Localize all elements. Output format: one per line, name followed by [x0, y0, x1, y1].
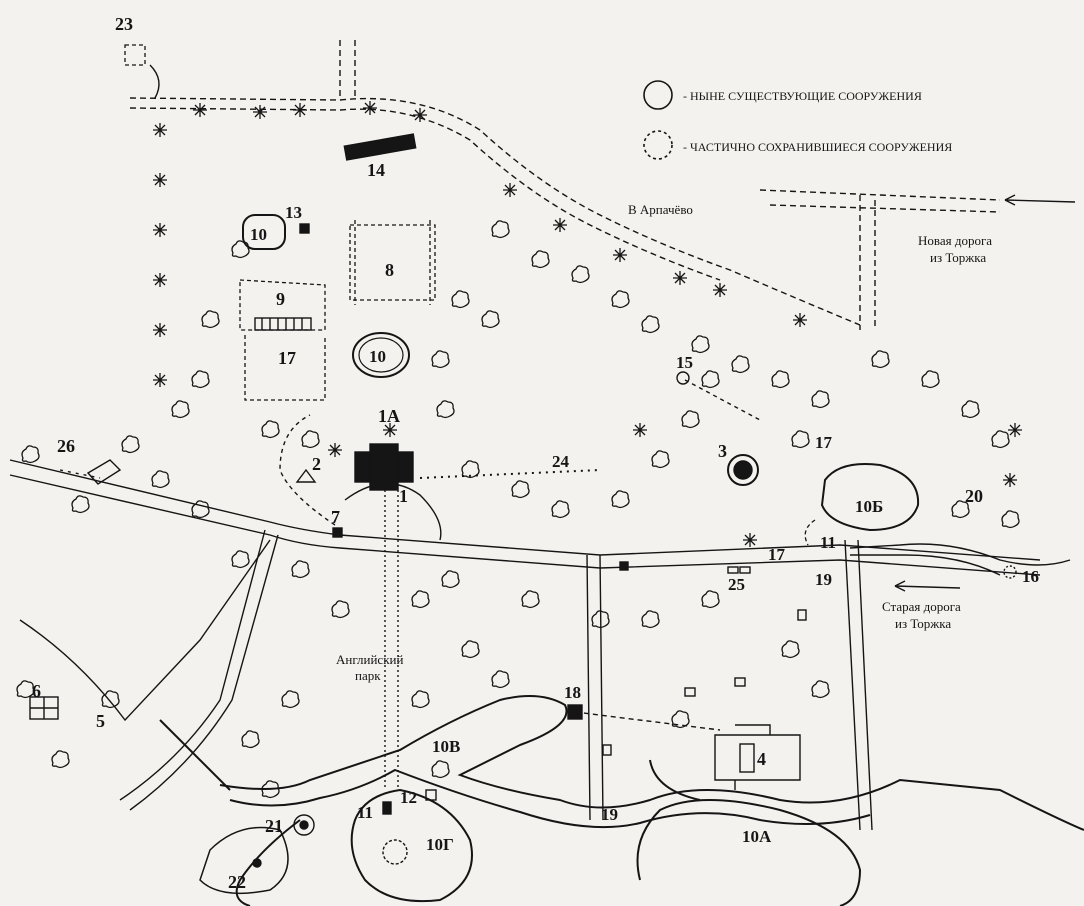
partial-structures: [124, 44, 816, 546]
label-13: 13: [285, 203, 302, 222]
label-1a: 1А: [378, 406, 400, 426]
label-4: 4: [757, 749, 766, 769]
legend-solid-circle: [643, 80, 673, 110]
label-17-mid: 17: [768, 545, 786, 564]
label-11-right: 11: [820, 533, 836, 552]
label-2: 2: [312, 454, 321, 474]
label-1: 1: [399, 486, 408, 506]
label-new-road-1: Новая дорога: [918, 233, 992, 248]
label-new-road-2: из Торжка: [930, 250, 986, 265]
label-6: 6: [32, 681, 41, 701]
label-english-park-1: Английский: [336, 652, 403, 667]
ponds-layer: [159, 214, 1084, 906]
label-old-road-1: Старая дорога: [882, 599, 961, 614]
vegetation-layer: [16, 100, 1023, 799]
label-16: 16: [1022, 567, 1039, 586]
label-23: 23: [115, 14, 133, 34]
buildings-layer: [29, 133, 1017, 868]
label-24: 24: [552, 452, 570, 471]
arrow-old-road: [894, 585, 961, 589]
label-arpachevo: В Арпачёво: [628, 202, 693, 217]
label-19-mid: 19: [815, 570, 832, 589]
number-labels: 1 1А 2 3 4 5 6 7 8 9 10 10 10А 10Б 10В 1…: [32, 14, 1039, 892]
label-10v: 10В: [432, 737, 460, 756]
label-11-bottom: 11: [357, 803, 373, 822]
label-7: 7: [331, 507, 340, 527]
roads-layer: [9, 40, 1041, 831]
label-17-left: 17: [278, 348, 296, 368]
label-10g: 10Г: [426, 835, 454, 854]
arrow-new-road: [1004, 199, 1076, 203]
label-10b: 10Б: [855, 497, 883, 516]
legend: - НЫНЕ СУЩЕСТВУЮЩИЕ СООРУЖЕНИЯ - ЧАСТИЧН…: [643, 80, 952, 160]
label-15: 15: [676, 353, 693, 372]
label-12: 12: [400, 788, 417, 807]
label-17-right: 17: [815, 433, 833, 452]
label-5: 5: [96, 711, 105, 731]
label-10-center: 10: [369, 347, 386, 366]
label-21: 21: [265, 816, 283, 836]
legend-existing-label: - НЫНЕ СУЩЕСТВУЮЩИЕ СООРУЖЕНИЯ: [683, 89, 922, 103]
label-english-park-2: парк: [355, 668, 381, 683]
legend-partial-label: - ЧАСТИЧНО СОХРАНИВШИЕСЯ СООРУЖЕНИЯ: [683, 140, 952, 154]
label-10-top: 10: [250, 225, 267, 244]
label-20: 20: [965, 486, 983, 506]
label-9: 9: [276, 289, 285, 309]
label-19-bottom: 19: [601, 805, 618, 824]
label-25: 25: [728, 575, 745, 594]
label-3: 3: [718, 441, 727, 461]
road-labels: В Арпачёво Новая дорога из Торжка Старая…: [336, 194, 1076, 683]
label-18: 18: [564, 683, 581, 702]
label-14: 14: [367, 160, 385, 180]
legend-dashed-circle: [643, 130, 673, 160]
label-old-road-2: из Торжка: [895, 616, 951, 631]
label-10a: 10А: [742, 827, 772, 846]
label-8: 8: [385, 260, 394, 280]
label-26: 26: [57, 436, 75, 456]
label-22: 22: [228, 872, 246, 892]
